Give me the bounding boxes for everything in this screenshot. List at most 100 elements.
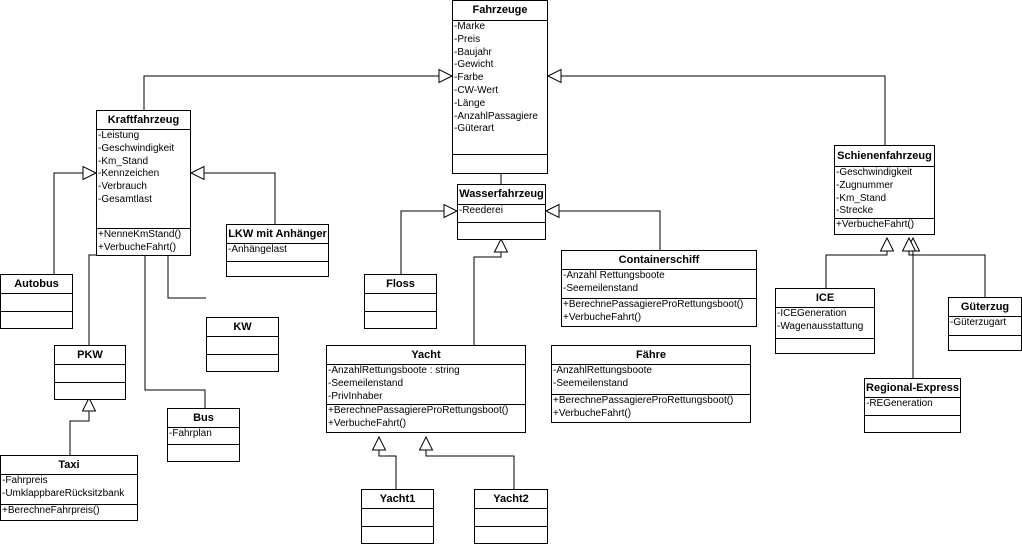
generalization-containerschiff-to-wasserfahrzeug <box>544 203 661 250</box>
method: +BerechnePassagiereProRettungsboot() <box>553 395 734 406</box>
attribute: -Fahrpreis <box>2 475 48 486</box>
edge-line <box>400 210 457 274</box>
class-ice[interactable]: ICE-ICEGeneration-Wagenausstattung <box>775 288 875 354</box>
class-name: Wasserfahrzeug <box>458 185 545 205</box>
class-regional-express[interactable]: Regional-Express-REGeneration <box>864 378 961 433</box>
generalization-floss-to-wasserfahrzeug <box>400 203 459 274</box>
methods-compartment <box>1 312 72 330</box>
attribute: -Güterzugart <box>950 317 1007 328</box>
methods-compartment: +NenneKmStand()+VerbucheFahrt() <box>97 229 190 257</box>
class-name: Kraftfahrzeug <box>97 111 190 130</box>
inheritance-arrowhead <box>546 68 562 84</box>
class-kw[interactable]: KW <box>206 317 279 372</box>
class-schienenfahrzeug[interactable]: Schienenfahrzeug-Geschwindigkeit-Zugnumm… <box>834 145 935 235</box>
methods-compartment <box>475 527 547 545</box>
class-yacht2[interactable]: Yacht2 <box>474 489 548 544</box>
inheritance-arrowhead <box>418 435 434 451</box>
generalization-gueterzug-to-schienenfahrzeug <box>901 236 986 297</box>
class-name: PKW <box>55 346 125 365</box>
attributes-compartment <box>362 509 433 527</box>
attribute: -Km_Stand <box>836 192 887 204</box>
attribute: -Anhängelast <box>228 244 287 255</box>
attribute: -Km_Stand <box>98 155 149 167</box>
attributes-compartment: -Marke-Preis-Baujahr-Gewicht-Farbe-CW-We… <box>453 21 547 155</box>
inheritance-arrowhead <box>544 203 560 219</box>
edge-line <box>908 238 986 297</box>
methods-compartment <box>227 262 328 278</box>
edge-line <box>167 238 206 299</box>
class-name: KW <box>207 318 278 337</box>
class-pkw[interactable]: PKW <box>54 345 126 400</box>
class-kraftfahrzeug[interactable]: Kraftfahrzeug-Leistung-Geschwindigkeit-K… <box>96 110 191 256</box>
generalization-taxi-to-pkw <box>69 396 97 455</box>
attributes-compartment: -Anhängelast <box>227 244 328 262</box>
attribute: -Güterart <box>454 123 495 135</box>
attribute: -Strecke <box>836 205 874 217</box>
class-faehre[interactable]: Fähre-AnzahlRettungsboote-Seemeilenstand… <box>551 345 751 423</box>
inheritance-arrowhead <box>879 236 895 252</box>
class-gueterzug[interactable]: Güterzug-Güterzugart <box>948 297 1022 351</box>
attribute: -Länge <box>454 97 486 109</box>
method: +BerechneFahrpreis() <box>2 505 100 516</box>
attribute: -Seemeilenstand <box>328 377 404 389</box>
methods-compartment <box>362 527 433 545</box>
attributes-compartment: -REGeneration <box>865 398 960 416</box>
generalization-autobus-to-kraftfahrzeug <box>53 165 98 274</box>
attribute: -UmklappbareRücksitzbank <box>2 487 125 499</box>
class-yacht[interactable]: Yacht-AnzahlRettungsboote : string-Seeme… <box>326 345 526 433</box>
attribute: -Anzahl Rettungsboote <box>563 270 665 281</box>
methods-compartment: +VerbucheFahrt() <box>835 219 934 236</box>
attribute: -Fahrplan <box>169 428 212 439</box>
edge-line <box>53 172 96 274</box>
class-name: Fahrzeuge <box>453 1 547 21</box>
edge-line <box>425 437 515 489</box>
attributes-compartment: -ICEGeneration-Wagenausstattung <box>776 308 874 339</box>
class-containerschiff[interactable]: Containerschiff-Anzahl Rettungsboote-See… <box>561 250 757 327</box>
edge-line <box>473 239 502 345</box>
generalization-ice-to-schienenfahrzeug <box>825 236 895 288</box>
class-name: Taxi <box>1 456 137 475</box>
attribute: -Zugnummer <box>836 179 894 191</box>
class-taxi[interactable]: Taxi-Fahrpreis-UmklappbareRücksitzbank +B… <box>0 455 138 521</box>
attribute: -Geschwindigkeit <box>836 167 913 178</box>
attribute: -Wagenausstattung <box>777 320 864 332</box>
class-lkw-mit-anhaenger[interactable]: LKW mit Anhänger-Anhängelast <box>226 224 329 277</box>
attribute: -Farbe <box>454 72 484 84</box>
attribute: -Seemeilenstand <box>563 282 639 294</box>
generalization-regional-express-to-schienenfahrzeug <box>905 236 921 378</box>
class-name: Yacht1 <box>362 490 433 509</box>
class-wasserfahrzeug[interactable]: Wasserfahrzeug-Reederei <box>457 184 546 240</box>
inheritance-arrowhead <box>371 435 387 451</box>
methods-compartment: +BerechnePassagiereProRettungsboot()+Ver… <box>327 405 525 434</box>
attributes-compartment <box>207 337 278 355</box>
inheritance-arrowhead <box>81 396 97 412</box>
class-name: Yacht2 <box>475 490 547 509</box>
methods-compartment <box>207 355 278 373</box>
attribute: -Marke <box>454 21 486 32</box>
attribute: -Geschwindigkeit <box>98 142 175 154</box>
class-name: Schienenfahrzeug <box>835 146 934 167</box>
method: +BerechnePassagiereProRettungsboot() <box>328 405 509 416</box>
class-name: LKW mit Anhänger <box>227 225 328 244</box>
class-name: Containerschiff <box>562 251 756 270</box>
generalization-yacht1-to-yacht <box>371 435 397 489</box>
method: +VerbucheFahrt() <box>98 241 177 253</box>
class-floss[interactable]: Floss <box>364 274 437 329</box>
methods-compartment <box>949 336 1021 352</box>
inheritance-arrowhead <box>901 236 917 252</box>
class-bus[interactable]: Bus-Fahrplan <box>167 408 240 462</box>
methods-compartment <box>453 155 547 175</box>
class-name: Bus <box>168 409 239 428</box>
method: +BerechnePassagiereProRettungsboot() <box>563 299 744 310</box>
generalization-yacht-to-wasserfahrzeug <box>473 237 509 345</box>
class-yacht1[interactable]: Yacht1 <box>361 489 434 544</box>
class-fahrzeuge[interactable]: Fahrzeuge-Marke-Preis-Baujahr-Gewicht-Fa… <box>452 0 548 174</box>
class-autobus[interactable]: Autobus <box>0 274 73 329</box>
attributes-compartment <box>55 365 125 383</box>
class-name: Yacht <box>327 346 525 365</box>
generalization-bus-to-kraftfahrzeug <box>137 236 206 408</box>
inheritance-arrowhead <box>82 165 98 181</box>
methods-compartment <box>776 339 874 355</box>
attributes-compartment <box>1 294 72 312</box>
attribute: -Seemeilenstand <box>553 377 629 389</box>
